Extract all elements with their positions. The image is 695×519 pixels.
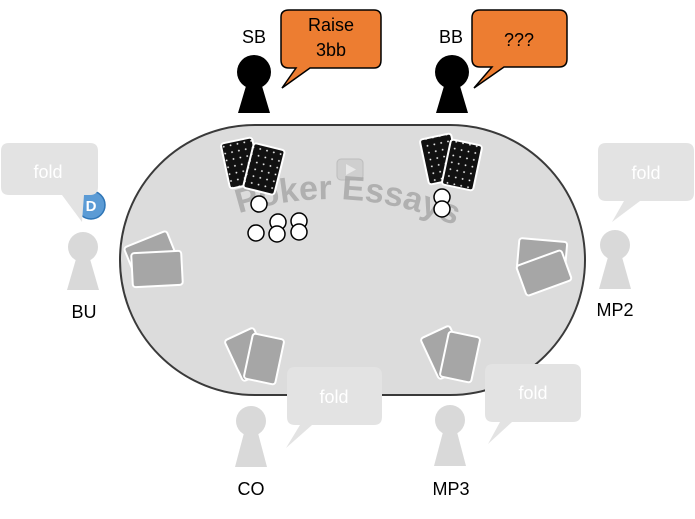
speech-bubble-bb: ??? — [471, 9, 568, 89]
person-icon — [235, 406, 267, 467]
speech-bubble-sb: Raise 3bb — [280, 9, 382, 89]
folded-cards-bu — [123, 230, 184, 289]
person-icon — [599, 230, 631, 289]
speech-bubble-mp2: fold — [598, 143, 694, 222]
person-icon — [67, 232, 99, 290]
hole-cards-bb — [419, 132, 483, 192]
seat-label-bb: BB — [439, 27, 463, 47]
player-bb: BB ??? — [435, 9, 568, 113]
svg-text:3bb: 3bb — [316, 40, 346, 60]
svg-text:fold: fold — [518, 383, 547, 403]
seat-label-mp2: MP2 — [596, 300, 633, 320]
seat-label-bu: BU — [71, 302, 96, 322]
person-icon — [435, 55, 469, 113]
player-sb: SB Raise 3bb — [237, 9, 382, 113]
seat-label-sb: SB — [242, 27, 266, 47]
chips-sb — [247, 195, 308, 243]
play-icon — [336, 158, 364, 181]
svg-text:Raise: Raise — [308, 15, 354, 35]
person-icon — [237, 55, 271, 113]
svg-text:fold: fold — [631, 163, 660, 183]
folded-cards-mp2 — [515, 237, 573, 297]
seat-label-co: CO — [238, 479, 265, 499]
player-bu: BU fold — [1, 143, 99, 322]
hole-cards-sb — [220, 136, 286, 196]
speech-bubble-bu: fold — [1, 143, 98, 222]
speech-bubble-co: fold — [286, 367, 382, 448]
player-mp2: MP2 fold — [596, 143, 694, 320]
svg-text:D: D — [86, 198, 97, 215]
seat-label-mp3: MP3 — [432, 479, 469, 499]
player-co: CO fold — [235, 367, 382, 499]
player-mp3: MP3 fold — [432, 364, 581, 499]
svg-text:fold: fold — [319, 387, 348, 407]
speech-bubble-mp3: fold — [485, 364, 581, 444]
svg-text:fold: fold — [33, 162, 62, 182]
folded-cards-mp3 — [420, 325, 481, 384]
person-icon — [434, 405, 466, 466]
folded-cards-co — [224, 327, 285, 386]
chips-bb — [433, 188, 451, 218]
svg-text:???: ??? — [504, 30, 534, 50]
